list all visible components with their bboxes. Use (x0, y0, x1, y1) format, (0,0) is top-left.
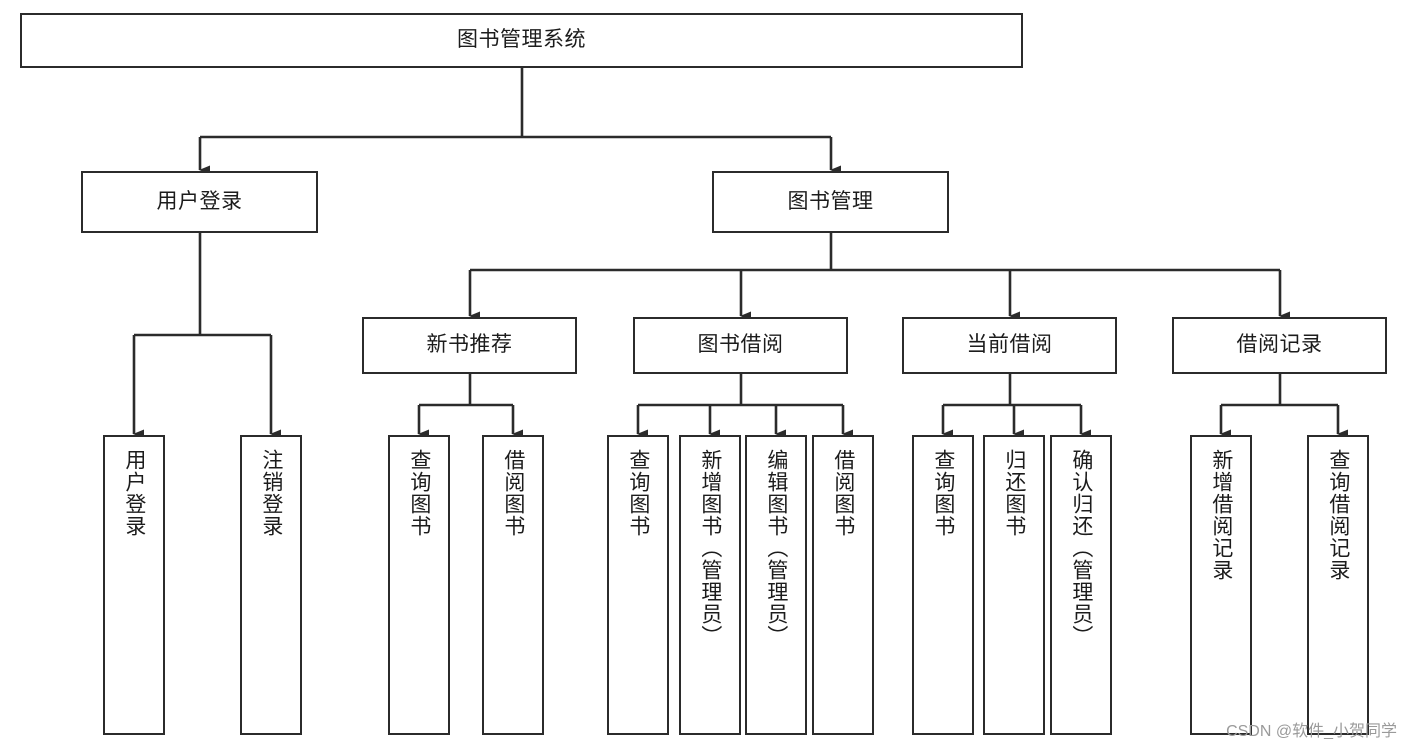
node-leaf-leaf-borrow-book-2[interactable]: 借阅图书 (812, 435, 874, 735)
node-label: 当前借阅 (966, 333, 1053, 357)
node-leaf-leaf-add-record[interactable]: 新增借阅记录 (1190, 435, 1252, 735)
node-label: 借阅图书 (831, 449, 855, 537)
node-label: 借阅图书 (501, 449, 525, 537)
watermark-label: CSDN @软件_小贺同学 (1226, 723, 1397, 740)
node-level1-user-login[interactable]: 用户登录 (81, 171, 318, 233)
node-label: 新增借阅记录 (1209, 449, 1233, 581)
node-level2-book-borrow[interactable]: 图书借阅 (633, 317, 848, 374)
node-leaf-leaf-query-book-3[interactable]: 查询图书 (912, 435, 974, 735)
node-label: 查询图书 (407, 449, 431, 537)
node-level2-borrow-record[interactable]: 借阅记录 (1172, 317, 1387, 374)
node-root-root[interactable]: 图书管理系统 (20, 13, 1023, 68)
node-label: 用户登录 (122, 449, 146, 537)
node-leaf-leaf-return-book[interactable]: 归还图书 (983, 435, 1045, 735)
node-label: 查询图书 (931, 449, 955, 537)
node-leaf-leaf-edit-book[interactable]: 编辑图书（管理员） (745, 435, 807, 735)
node-leaf-leaf-user-login[interactable]: 用户登录 (103, 435, 165, 735)
node-leaf-leaf-confirm-return[interactable]: 确认归还（管理员） (1050, 435, 1112, 735)
node-label: 确认归还（管理员） (1069, 449, 1093, 647)
node-label: 注销登录 (259, 449, 283, 537)
node-leaf-leaf-query-book-1[interactable]: 查询图书 (388, 435, 450, 735)
node-label: 图书管理 (787, 189, 874, 213)
node-level1-book-manage[interactable]: 图书管理 (712, 171, 949, 233)
node-leaf-leaf-borrow-book-1[interactable]: 借阅图书 (482, 435, 544, 735)
node-leaf-leaf-query-record[interactable]: 查询借阅记录 (1307, 435, 1369, 735)
node-label: 查询借阅记录 (1326, 449, 1350, 581)
node-label: 用户登录 (156, 189, 243, 213)
node-label: 编辑图书（管理员） (764, 449, 788, 647)
node-label: 借阅记录 (1236, 333, 1323, 357)
node-label: 图书管理系统 (457, 28, 586, 52)
node-label: 归还图书 (1002, 449, 1026, 537)
node-level2-new-book-recommend[interactable]: 新书推荐 (362, 317, 577, 374)
node-leaf-leaf-logout[interactable]: 注销登录 (240, 435, 302, 735)
node-leaf-leaf-add-book[interactable]: 新增图书（管理员） (679, 435, 741, 735)
node-label: 图书借阅 (697, 333, 784, 357)
node-label: 新增图书（管理员） (698, 449, 722, 647)
node-label: 新书推荐 (426, 333, 513, 357)
node-level2-current-borrow[interactable]: 当前借阅 (902, 317, 1117, 374)
node-leaf-leaf-query-book-2[interactable]: 查询图书 (607, 435, 669, 735)
node-label: 查询图书 (626, 449, 650, 537)
